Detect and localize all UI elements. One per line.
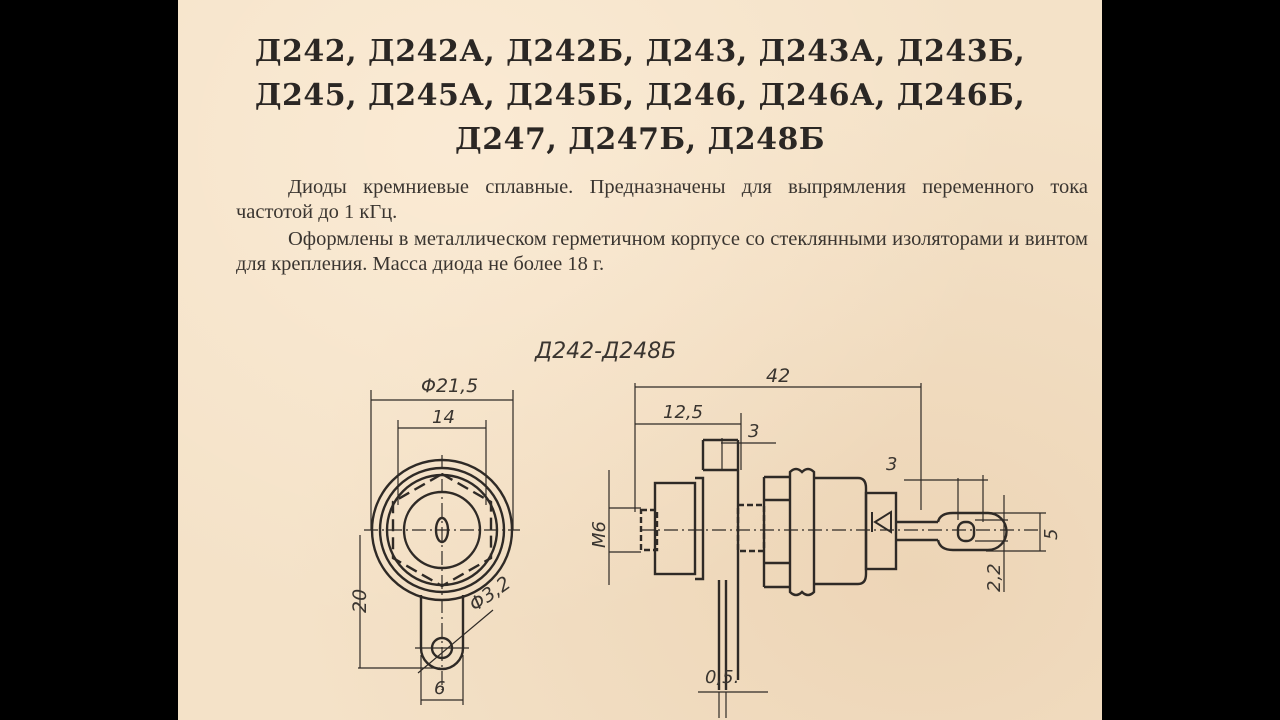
- dim-hex: 14: [432, 407, 455, 428]
- technical-drawing: Φ21,5 14 20 Φ3,2 6 Д242-Д248Б 42 12,5 3 …: [349, 339, 1062, 718]
- dim-lead-slot: 2,2: [984, 563, 1005, 592]
- side-view: [639, 438, 1008, 690]
- dim-lead-width: 5: [1041, 529, 1062, 540]
- dim-lead-hole: 3: [886, 454, 897, 475]
- description-paragraph: Диоды кремниевые сплавные. Предназначены…: [236, 176, 1088, 223]
- dim-tab-width: 6: [434, 678, 445, 699]
- diode-symbol-icon: [871, 510, 892, 534]
- drawing-caption: Д242-Д248Б: [534, 339, 676, 364]
- page-title: Д242, Д242А, Д242Б, Д243, Д243А, Д243Б, …: [178, 30, 1102, 162]
- document-page: Д242, Д242А, Д242Б, Д243, Д243А, Д243Б, …: [178, 0, 1102, 720]
- dim-total-length: 42: [766, 365, 790, 387]
- title-line-1: Д242, Д242А, Д242Б, Д243, Д243А, Д243Б,: [254, 34, 1026, 69]
- dim-outer-diameter: Φ21,5: [421, 375, 478, 397]
- dim-flange: 3: [748, 421, 759, 442]
- title-line-3: Д247, Д247Б, Д248Б: [455, 122, 825, 157]
- title-line-2: Д245, Д245А, Д245Б, Д246, Д246А, Д246Б,: [254, 78, 1026, 113]
- dim-thread: М6: [589, 521, 610, 548]
- dim-hole: Φ3,2: [465, 572, 515, 616]
- dim-height: 20: [349, 589, 371, 613]
- dim-thread-length: 12,5: [663, 402, 703, 423]
- housing-paragraph: Оформлены в металлическом герметичном ко…: [236, 228, 1088, 275]
- dim-tab-thickness: 0,5.: [705, 667, 739, 688]
